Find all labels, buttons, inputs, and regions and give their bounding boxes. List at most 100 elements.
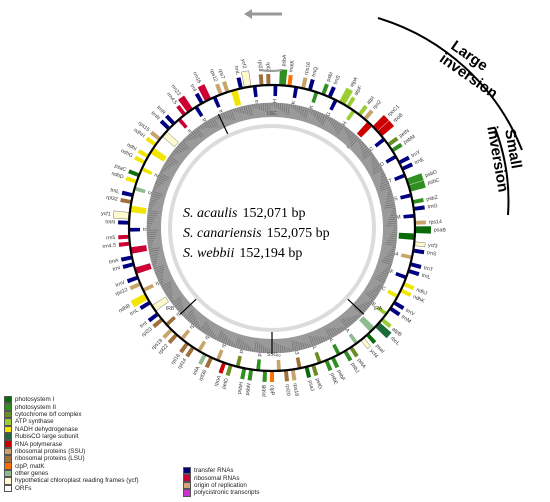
gc-tick (154, 267, 165, 272)
gc-tick (293, 340, 297, 351)
gene-block-atpF (346, 96, 356, 108)
gc-tick (149, 251, 159, 255)
gene-label-ndhK: ndhK (412, 294, 426, 305)
gc-tick (336, 327, 341, 333)
gc-tick (147, 237, 155, 240)
gene-block-rpl14 (185, 347, 195, 358)
gc-tick (360, 145, 367, 151)
gc-tick (283, 103, 286, 113)
gc-tick (159, 172, 170, 179)
gc-tick (292, 104, 295, 109)
gc-tick (205, 327, 211, 335)
gc-tick (367, 292, 376, 299)
gene-block-psbE (324, 360, 333, 372)
gc-tick (168, 294, 173, 299)
gc-tick (370, 299, 374, 302)
gc-tick (198, 126, 201, 130)
gene-label-trnI: trnI (139, 320, 149, 329)
gene-block-rpl16 (179, 342, 189, 354)
gene-label-rrn4.5: rrn4.5 (102, 243, 116, 250)
gc-tick (243, 106, 246, 115)
gc-tick (332, 120, 337, 128)
gene-block-ndhA (150, 148, 167, 162)
legend-label: RNA polymerase (15, 440, 63, 448)
gc-tick (391, 212, 397, 214)
gene-block-trnE (402, 162, 414, 171)
gene-label-psbM: psbM (403, 134, 417, 146)
gene-block-psbB (262, 371, 267, 382)
gc-tick (387, 239, 397, 242)
legend-swatch (4, 410, 12, 419)
gc-tick (317, 112, 322, 121)
gc-tick (149, 203, 155, 206)
gc-tick (168, 157, 177, 164)
gene-block-ndhI (137, 149, 149, 158)
gc-tick (327, 116, 330, 120)
gene-block-psaI (366, 333, 377, 345)
legend-swatch (4, 403, 12, 411)
gene-block-rps15 (149, 130, 161, 141)
gc-tick (327, 336, 330, 340)
gc-tick (196, 324, 200, 329)
gc-tick (220, 333, 226, 343)
gene-label-rbcL: rbcL (389, 336, 401, 347)
gene-block-psbM (391, 142, 403, 152)
gene-label-psaI: psaI (374, 343, 385, 354)
gc-tick (358, 140, 363, 145)
gc-tick (162, 167, 168, 171)
gc-tick (291, 340, 295, 352)
gc-tick (376, 285, 382, 289)
gene-label-psbH: psbH (237, 381, 245, 394)
gc-tick (301, 107, 305, 117)
gc-tick (337, 125, 344, 135)
gc-tick (376, 276, 386, 282)
gc-tick (315, 111, 320, 119)
legend-label: hypothetical chloroplast reading frames … (15, 477, 139, 485)
gc-tick (362, 150, 371, 158)
gc-tick (294, 105, 297, 111)
gene-block-trnN (159, 119, 170, 130)
gene-block-rps7 (143, 283, 154, 292)
gc-tick (359, 142, 364, 147)
gene-label-rrn5: rrn5 (106, 235, 116, 242)
gene-block-psbD (407, 173, 424, 185)
inner-circle (172, 128, 372, 328)
gc-tick (159, 280, 164, 284)
gc-tick (162, 283, 172, 289)
legend-item: RNA polymerase (4, 440, 174, 448)
gc-tick (374, 277, 385, 284)
gene-label-psbA: psbA (281, 54, 288, 67)
gc-tick (169, 156, 179, 163)
gc-tick (181, 311, 186, 316)
gene-block-rps12 (129, 282, 141, 291)
gc-tick (338, 327, 343, 332)
gene-label-trnL: trnL (421, 273, 431, 281)
gc-tick (226, 338, 230, 345)
gene-block-rpoB (378, 120, 395, 136)
gene-block-rpl20 (284, 371, 290, 382)
gc-tick (258, 103, 260, 110)
gc-tick (311, 335, 316, 346)
gc-tick (370, 156, 375, 159)
gc-tick (214, 336, 217, 340)
legend-item: ribosomal proteins (LSU) (4, 455, 174, 463)
region-label-ssc: SSC (267, 352, 278, 358)
legend-swatch (4, 477, 12, 485)
gc-tick (295, 341, 299, 351)
region-boundary (179, 298, 197, 315)
gc-tick (176, 147, 182, 153)
large-inversion-arc (377, 17, 523, 151)
gc-tick (385, 201, 395, 205)
gene-block-psbC (409, 180, 426, 192)
gc-tick (216, 115, 220, 120)
region-label-ira: IRA (374, 306, 383, 312)
gene-block-trnA (194, 106, 204, 118)
gene-block-psbN (247, 370, 253, 381)
arrowhead-left-icon (244, 9, 252, 19)
gc-tick (233, 343, 235, 347)
gc-tick (361, 147, 368, 154)
gc-tick (379, 273, 388, 278)
gc-tick (153, 189, 157, 191)
gc-tick (155, 180, 163, 185)
gene-block-rpl33 (295, 357, 302, 368)
